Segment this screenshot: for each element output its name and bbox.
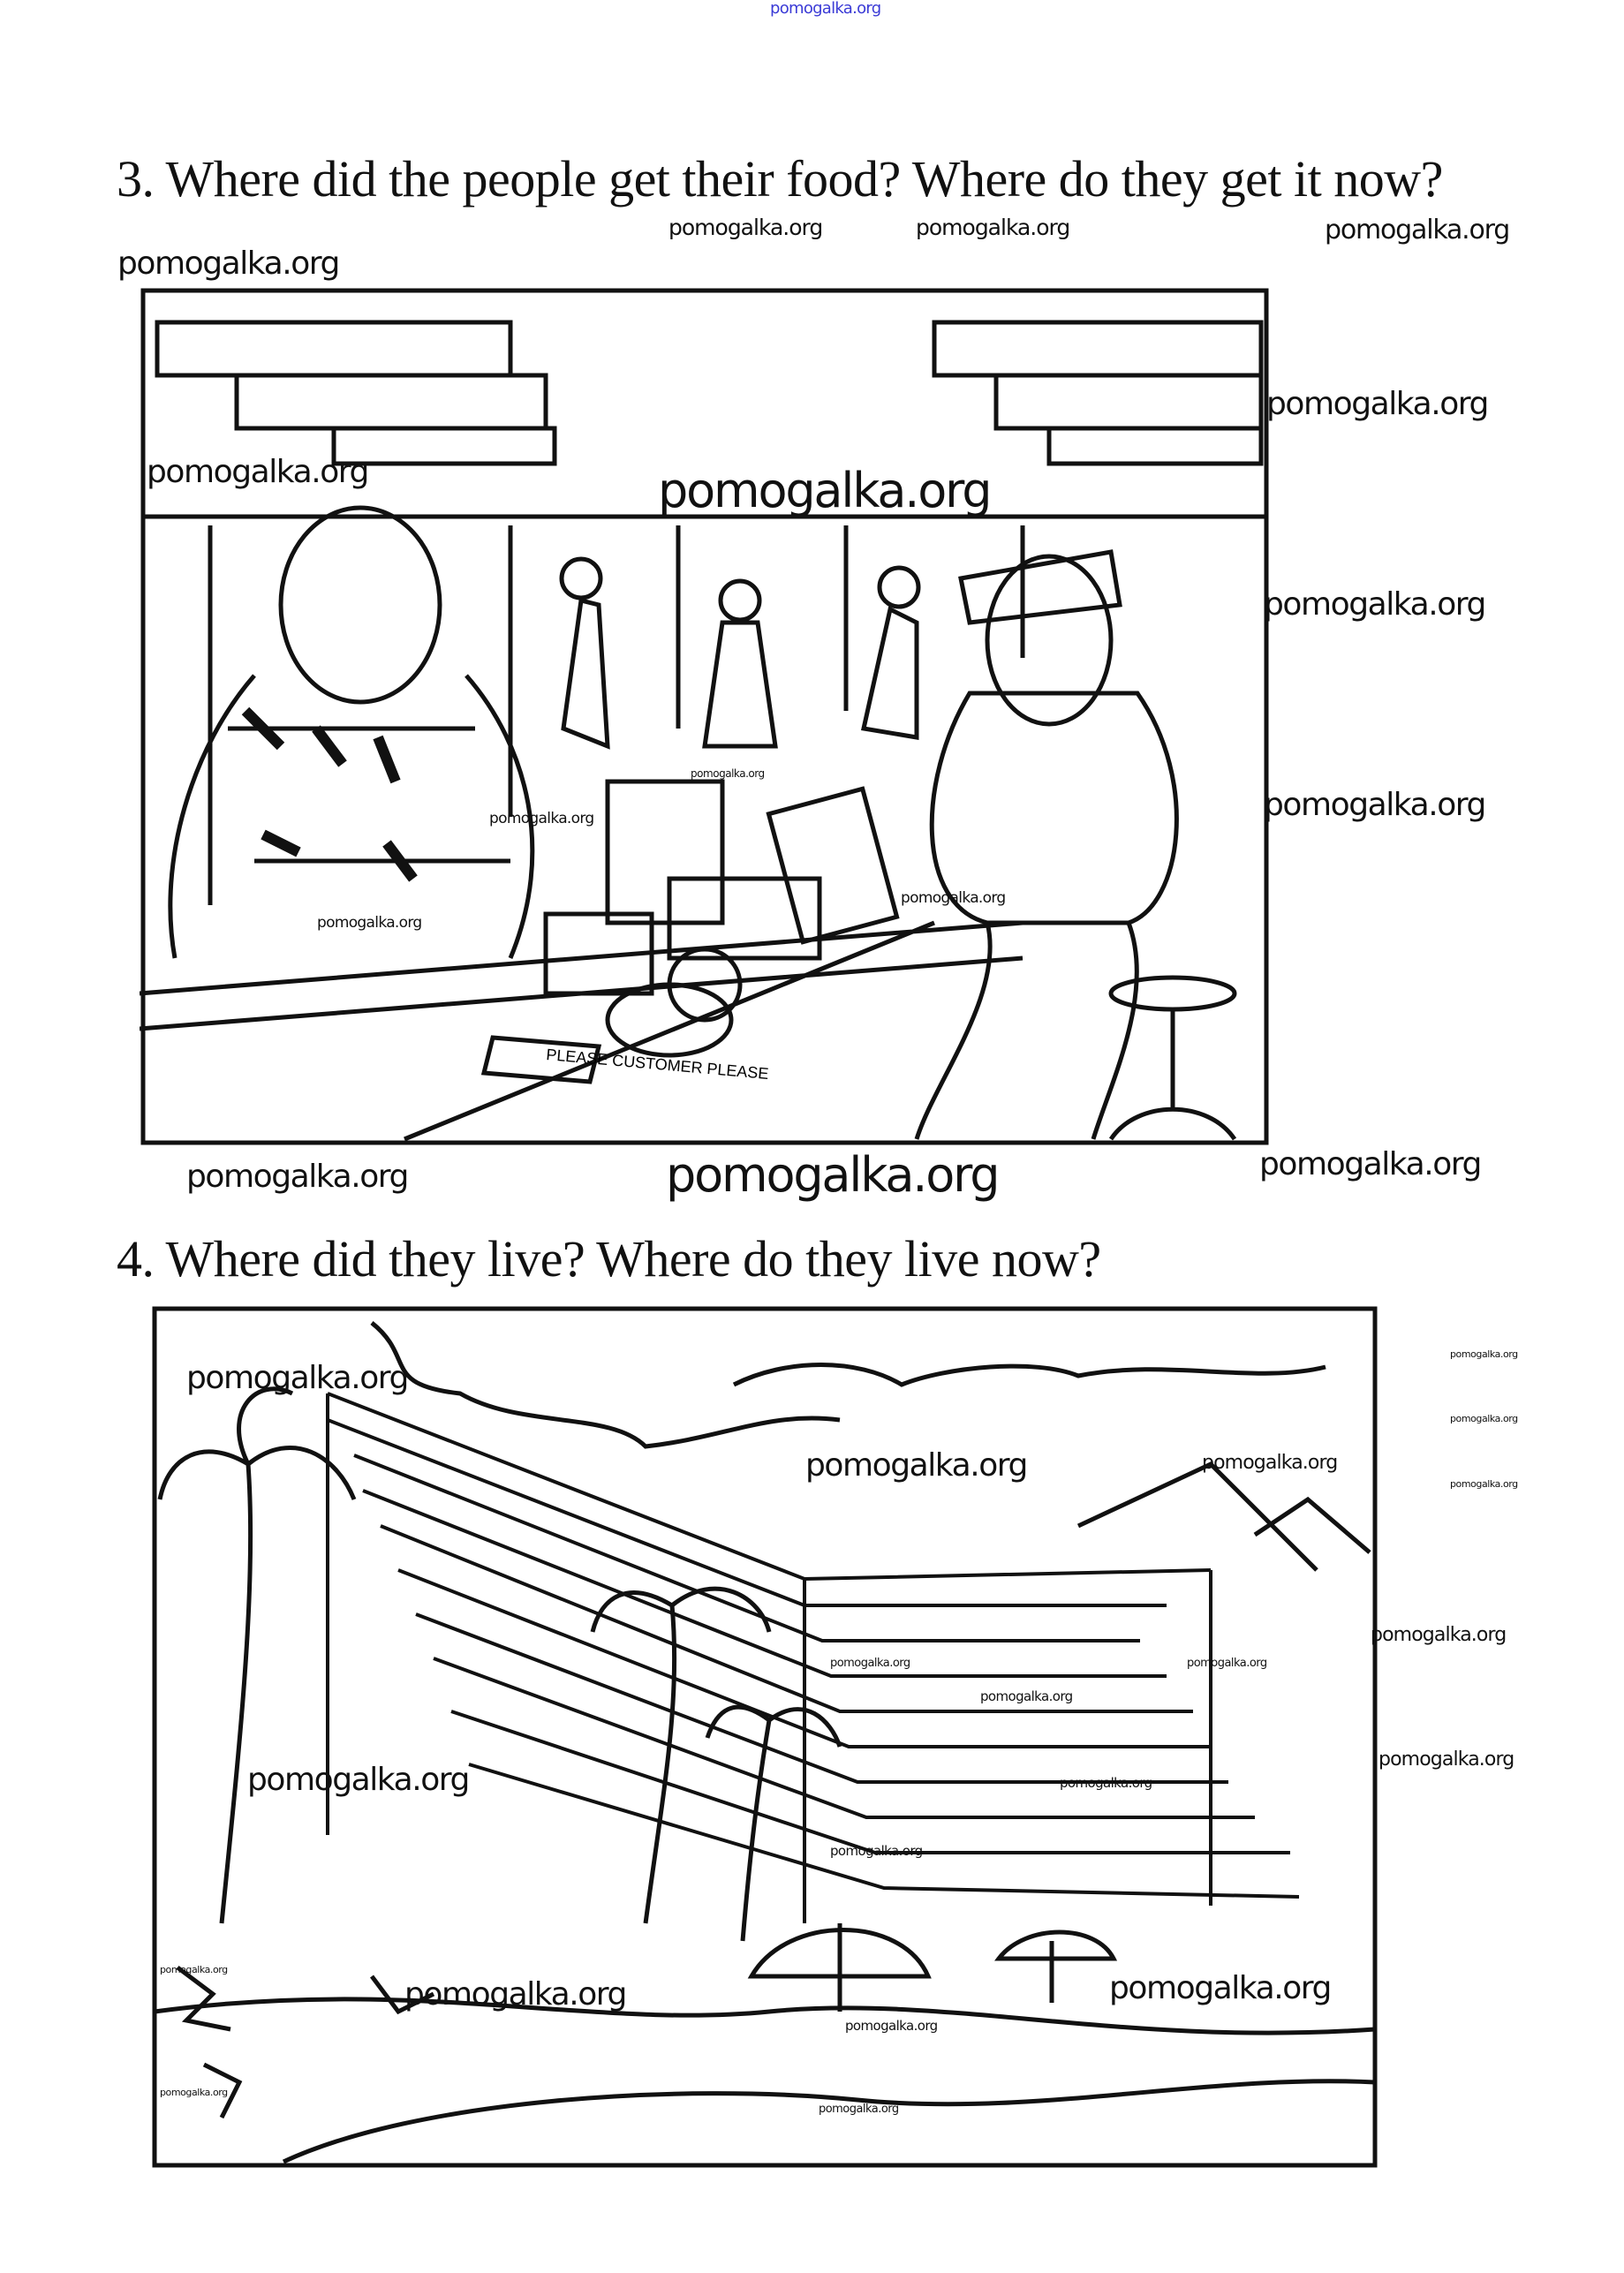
header-watermark-link[interactable]: pomogalka.org [770, 0, 881, 18]
watermark: pomogalka.org [666, 1147, 1001, 1203]
watermark: pomogalka.org [1450, 1413, 1518, 1424]
watermark: pomogalka.org [247, 1762, 470, 1798]
watermark: pomogalka.org [160, 1964, 228, 1975]
question-4: 4. Where did they live? Where do they li… [117, 1230, 1101, 1288]
watermark: pomogalka.org [901, 889, 1006, 907]
watermark: pomogalka.org [1060, 1775, 1152, 1791]
watermark: pomogalka.org [830, 1657, 910, 1670]
watermark: pomogalka.org [160, 2087, 228, 2098]
checkout-sign-text: PLEASE CUSTOMER PLEASE [546, 1046, 770, 1083]
watermark: pomogalka.org [1371, 1624, 1507, 1646]
watermark: pomogalka.org [691, 767, 765, 780]
watermark: pomogalka.org [1379, 1748, 1514, 1771]
watermark: pomogalka.org [1187, 1657, 1267, 1670]
watermark: pomogalka.org [1450, 1478, 1518, 1490]
watermark: pomogalka.org [1325, 215, 1510, 245]
watermark: pomogalka.org [980, 1688, 1073, 1704]
watermark: pomogalka.org [489, 810, 594, 827]
watermark: pomogalka.org [1450, 1348, 1518, 1360]
question-3: 3. Where did the people get their food? … [117, 150, 1443, 208]
supermarket-checkout-illustration: PLEASE CUSTOMER PLEASE [140, 288, 1269, 1145]
watermark: pomogalka.org [819, 2103, 899, 2116]
watermark: pomogalka.org [830, 1843, 923, 1859]
watermark: pomogalka.org [117, 245, 340, 282]
watermark: pomogalka.org [658, 463, 993, 518]
watermark: pomogalka.org [147, 454, 369, 490]
watermark: pomogalka.org [1264, 586, 1486, 623]
watermark: pomogalka.org [404, 1976, 627, 2012]
watermark: pomogalka.org [805, 1447, 1028, 1484]
watermark: pomogalka.org [1264, 787, 1486, 823]
watermark: pomogalka.org [186, 1159, 409, 1195]
watermark: pomogalka.org [1202, 1452, 1338, 1474]
watermark: pomogalka.org [1266, 386, 1489, 422]
beach-hotel-illustration [152, 1306, 1378, 2168]
watermark: pomogalka.org [845, 2018, 938, 2034]
watermark: pomogalka.org [1259, 1146, 1482, 1182]
watermark: pomogalka.org [916, 215, 1070, 240]
watermark: pomogalka.org [1109, 1970, 1332, 2006]
watermark: pomogalka.org [317, 914, 422, 932]
watermark: pomogalka.org [186, 1360, 409, 1396]
watermark: pomogalka.org [668, 215, 823, 240]
